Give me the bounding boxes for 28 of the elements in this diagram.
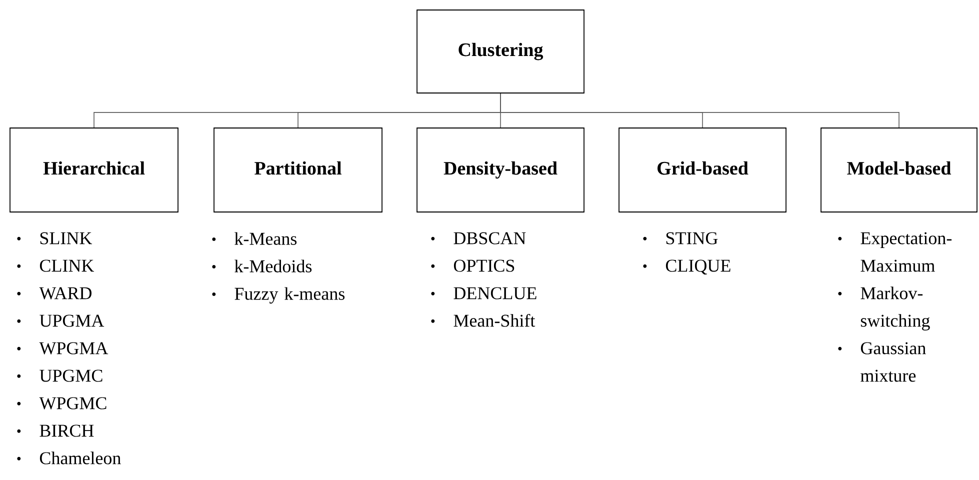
list-item: CLINK: [17, 260, 94, 272]
list-item: WPGMA: [17, 342, 108, 354]
category-box: Hierarchical: [10, 128, 178, 212]
list-item: Fuzzy k-means: [212, 287, 345, 304]
list-item: UPGMC: [17, 370, 102, 382]
list-item: Mean-Shift: [431, 314, 536, 327]
list-item: STING: [643, 232, 718, 244]
list-item: UPGMA: [17, 314, 104, 327]
list-item: Expectation-Maximum: [838, 232, 952, 272]
list-item: Chameleon: [17, 452, 121, 464]
list-item: k-Means: [212, 232, 297, 245]
list-item: CLIQUE: [643, 260, 730, 275]
list-item: Gaussian mixture: [838, 342, 926, 382]
list-item: WPGMC: [17, 397, 106, 410]
category-box: Clustering: [416, 10, 584, 94]
list-item: k-Medoids: [212, 260, 312, 272]
list-item: DENCLUE: [431, 287, 536, 300]
category-box: Partitional: [214, 128, 382, 212]
category-box: Grid-based: [618, 128, 786, 212]
category-box: Model-based: [820, 128, 978, 212]
connector-line: [500, 93, 900, 128]
list-item: OPTICS: [431, 260, 514, 272]
list-item: DBSCAN: [431, 232, 526, 244]
list-item: BIRCH: [17, 424, 94, 437]
list-item: SLINK: [17, 232, 92, 244]
list-item: WARD: [17, 287, 92, 300]
list-item: Markov-switching: [838, 286, 930, 330]
category-box: Density-based: [416, 128, 584, 212]
